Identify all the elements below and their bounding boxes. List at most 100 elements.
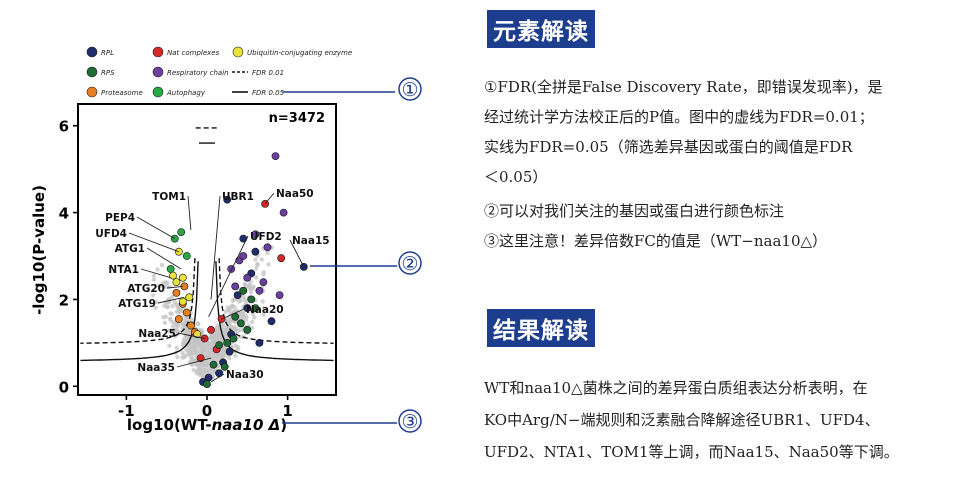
callout-label: UFD2 [250, 231, 282, 243]
background-point [189, 317, 194, 322]
data-point [259, 278, 268, 286]
data-point [186, 321, 195, 330]
callout-label: Naa25 [138, 328, 176, 340]
legend-swatch [86, 66, 98, 78]
background-point [215, 356, 220, 362]
background-point [153, 305, 158, 310]
elements-line: 经过统计学方法校正后的P值。图中的虚线为FDR=0.01； [484, 108, 874, 126]
data-point [251, 230, 260, 239]
callout-leader [289, 239, 305, 268]
legend-label: Nat complexes [167, 49, 220, 57]
marker-1: ① [401, 79, 418, 101]
data-point [239, 286, 248, 295]
callout-label: ATG1 [115, 243, 145, 255]
background-point [240, 315, 246, 321]
data-point [223, 338, 232, 347]
data-point [251, 247, 260, 256]
background-point [252, 315, 257, 320]
data-point [243, 304, 252, 312]
background-point [211, 337, 216, 342]
callout-label: ATG19 [118, 298, 156, 310]
data-point [243, 273, 252, 282]
background-point [167, 343, 172, 348]
background-point [151, 277, 157, 282]
data-point [275, 291, 284, 299]
data-point [203, 380, 211, 388]
background-point [183, 317, 188, 323]
data-point [209, 360, 218, 369]
background-point [218, 353, 224, 358]
data-point [225, 347, 234, 356]
data-point [170, 234, 179, 243]
background-point [238, 311, 243, 316]
background-point [260, 299, 265, 304]
background-point [198, 344, 203, 350]
background-point [203, 345, 208, 350]
background-point [261, 272, 266, 277]
background-point [241, 294, 246, 300]
y-tick-label: 4 [59, 205, 69, 223]
data-point [174, 315, 183, 323]
background-point [203, 363, 209, 368]
data-point [217, 315, 226, 323]
background-point [155, 267, 160, 272]
background-point [244, 315, 249, 320]
data-point [279, 208, 288, 217]
background-point [163, 314, 168, 319]
background-point [261, 312, 266, 317]
background-point [227, 356, 232, 361]
fdr-001-line [80, 258, 196, 344]
legend-swatch [152, 46, 164, 58]
data-point [299, 262, 308, 271]
callout-leader [187, 195, 192, 230]
elements-line: ①FDR(全拼是False Discovery Rate，即错误发现率)，是 [484, 78, 883, 96]
y-tick-label: 6 [59, 118, 69, 136]
background-point [171, 327, 177, 333]
callout-leader [136, 216, 175, 240]
legend-label: Ubiquitin-conjugating enzyme [247, 49, 352, 57]
data-point [182, 252, 191, 260]
background-point [223, 309, 228, 314]
background-point [208, 344, 214, 349]
background-point [154, 330, 159, 335]
heading-results: 结果解读 [487, 309, 595, 347]
background-point [168, 311, 173, 316]
background-point [191, 367, 196, 373]
data-point [172, 278, 181, 286]
callout-leader [221, 308, 245, 320]
x-tick-label: -1 [118, 402, 135, 420]
background-point [265, 250, 270, 256]
data-point [267, 317, 276, 326]
background-point [255, 261, 260, 267]
callout-label: Naa50 [276, 188, 314, 200]
results-line: KO中Arg/N−端规则和泛素融合降解途径UBR1、UFD4、 [484, 411, 880, 429]
data-point [207, 325, 215, 334]
background-point [228, 305, 233, 310]
background-point [180, 321, 185, 327]
data-point [233, 291, 242, 299]
legend-label: Proteasome [101, 89, 143, 97]
background-point [191, 342, 196, 347]
background-point [243, 300, 249, 306]
data-point [220, 362, 229, 371]
background-point [154, 299, 159, 305]
data-point [231, 282, 240, 291]
callout-leader [146, 247, 182, 270]
background-point [215, 323, 220, 328]
callout-leader [166, 285, 183, 289]
legend-swatch [152, 86, 164, 98]
callout-label: NTA1 [108, 264, 139, 276]
callout-label: Naa15 [292, 235, 330, 247]
callout-leader [210, 195, 221, 300]
results-line: UFD2、NTA1、TOM1等上调，而Naa15、Naa50等下调。 [484, 443, 899, 461]
background-point [198, 367, 203, 373]
legend-swatch [86, 86, 98, 98]
fdr-threshold-lines [80, 127, 334, 362]
background-point [165, 304, 170, 310]
background-point [215, 326, 220, 332]
legend-label: FDR 0.05 [252, 89, 285, 97]
background-point [204, 367, 209, 372]
background-point [169, 294, 175, 300]
